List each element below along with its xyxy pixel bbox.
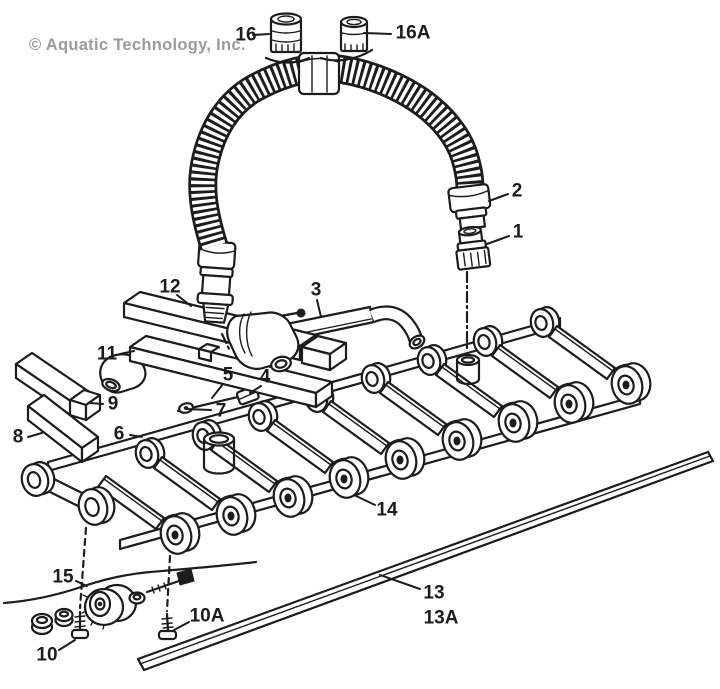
part-label-11: 11	[96, 343, 118, 365]
hose-nut	[297, 51, 341, 96]
leader-line-10	[58, 639, 76, 651]
rear-port	[455, 353, 481, 386]
part-label-13: 13	[423, 582, 445, 604]
leader-line-9	[89, 402, 104, 405]
part-label-2: 2	[511, 180, 523, 202]
part-label-5: 5	[222, 364, 234, 386]
part-label-13A: 13A	[423, 607, 459, 629]
leader-line-2	[488, 193, 509, 202]
leader-lines	[27, 32, 510, 651]
part-label-9: 9	[107, 393, 119, 415]
leader-line-3	[316, 299, 322, 318]
weight-bar-8	[26, 393, 100, 464]
roller-wheel-15	[81, 583, 138, 630]
screw-10	[70, 610, 90, 640]
weight-bar-11	[128, 334, 334, 409]
vacuum-body	[20, 306, 652, 555]
leader-line-10A	[173, 621, 190, 631]
leader-line-14	[353, 494, 376, 506]
leader-line-16A	[363, 32, 392, 35]
alignment-dash-left	[220, 332, 232, 353]
hex-nut-small	[30, 612, 54, 636]
part-label-16: 16	[235, 24, 257, 46]
hose-adapter-1	[455, 225, 492, 271]
part-label-16A: 16A	[395, 22, 431, 44]
body-slats	[96, 324, 617, 531]
front-wheels	[159, 362, 652, 555]
leader-line-4	[249, 385, 262, 394]
adapter-16	[269, 12, 303, 54]
hose-cuff-2	[447, 183, 492, 231]
tee-fitting	[226, 311, 300, 373]
part-label-8: 8	[12, 426, 24, 448]
weight-bar-12-end-block	[300, 334, 348, 372]
break-lines	[264, 48, 374, 64]
wheel-kit	[2, 526, 258, 641]
leader-line-11	[119, 350, 135, 355]
suction-port	[202, 431, 236, 475]
bushing	[178, 402, 194, 414]
squeegee-strip	[136, 450, 715, 672]
adapter-16a	[339, 15, 369, 53]
watermark: © Aquatic Technology, Inc.	[29, 36, 246, 54]
lock-nut	[54, 607, 74, 628]
part-label-6: 6	[113, 423, 125, 445]
leader-line-13	[379, 574, 421, 590]
hose-fitting-stack-left	[196, 239, 237, 324]
leader-line-6	[129, 434, 143, 438]
washer	[128, 591, 146, 605]
leader-line-12	[176, 294, 192, 307]
part-label-10: 10	[36, 644, 58, 666]
left-edge-wheels	[20, 461, 116, 526]
part-label-12: 12	[159, 276, 181, 298]
weight-bar-9	[14, 351, 102, 422]
leader-line-7	[185, 408, 212, 411]
part-label-3: 3	[310, 279, 322, 301]
part-label-4: 4	[259, 366, 271, 388]
axle-bolt	[145, 568, 195, 594]
screw-10a	[157, 612, 178, 641]
part-label-10A: 10A	[189, 605, 225, 627]
part-label-1: 1	[512, 221, 524, 243]
part-label-14: 14	[376, 499, 398, 521]
drop-dash-left	[78, 526, 88, 610]
leader-line-15	[75, 580, 88, 587]
left-end-elbow	[99, 353, 147, 394]
part-label-15: 15	[52, 566, 74, 588]
leader-line-8	[27, 432, 43, 438]
leader-line-16	[252, 33, 270, 36]
part-label-7: 7	[215, 400, 227, 422]
leader-line-5	[211, 383, 224, 399]
hose-outline	[188, 53, 485, 251]
leader-line-1	[486, 235, 510, 245]
hose-assembly	[188, 51, 485, 251]
break-curve	[2, 560, 258, 605]
